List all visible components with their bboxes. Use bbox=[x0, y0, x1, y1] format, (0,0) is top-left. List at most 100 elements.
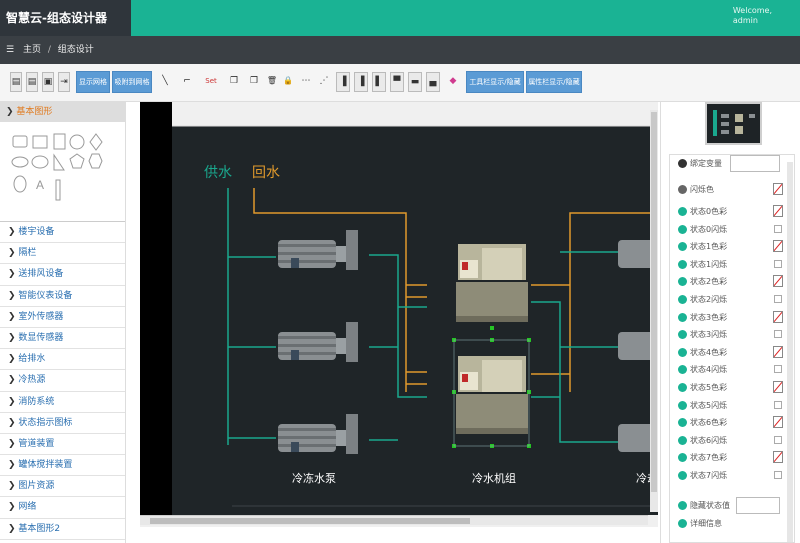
align-left-icon[interactable]: ▐ bbox=[336, 72, 350, 92]
sidebar-category-label: 智能仪表设备 bbox=[18, 290, 73, 301]
sidebar-category-label: 冷热源 bbox=[18, 375, 46, 386]
sidebar-category[interactable]: ❯ 图片资源 bbox=[0, 476, 125, 498]
blink-checkbox[interactable] bbox=[774, 295, 782, 303]
sidebar-category[interactable]: ❯ 隔栏 bbox=[0, 243, 125, 265]
line-icon[interactable]: ╲ bbox=[162, 76, 168, 86]
sidebar-category[interactable]: ❯ 给排水 bbox=[0, 349, 125, 371]
sidebar-category-label: 管道装置 bbox=[18, 438, 55, 449]
color-swatch[interactable] bbox=[773, 205, 783, 217]
state-label: 状态0色彩 bbox=[690, 207, 728, 216]
property-scrollbar[interactable] bbox=[787, 162, 793, 542]
align-top-icon[interactable]: ▀ bbox=[390, 72, 404, 92]
toggle-icon bbox=[678, 224, 687, 234]
state-label: 状态7闪烁 bbox=[690, 471, 728, 480]
ungroup-icon[interactable]: ⋰ bbox=[319, 76, 329, 86]
copy-icon[interactable]: ❐ bbox=[229, 76, 239, 86]
color-swatch[interactable] bbox=[773, 310, 783, 323]
toggle-icon bbox=[678, 435, 687, 445]
hide-state-input[interactable] bbox=[736, 497, 780, 514]
blink-color-swatch[interactable] bbox=[773, 183, 783, 195]
palette-icon[interactable]: ◆ bbox=[449, 76, 457, 86]
polyline-icon[interactable]: ⌐ bbox=[183, 76, 191, 86]
align-bottom-icon[interactable]: ▄ bbox=[426, 72, 440, 92]
sidebar-category[interactable]: ❯ 数显传感器 bbox=[0, 328, 125, 350]
sidebar-category[interactable]: ❯ 消防系统 bbox=[0, 392, 125, 413]
menu-icon[interactable]: ☰ bbox=[6, 45, 15, 55]
align-right-icon[interactable]: ▌ bbox=[372, 72, 386, 92]
chevron-right-icon: ❯ bbox=[8, 311, 19, 322]
return-pipes bbox=[253, 188, 658, 392]
chevron-right-icon: ❯ bbox=[8, 502, 19, 513]
lock-icon[interactable]: 🔒 bbox=[283, 76, 293, 85]
open-doc-icon[interactable]: ▤ bbox=[26, 72, 38, 92]
state-label: 状态3色彩 bbox=[690, 312, 728, 322]
color-swatch[interactable] bbox=[773, 275, 783, 288]
blink-checkbox[interactable] bbox=[774, 224, 782, 233]
toggle-toolbar-button[interactable]: 工具栏显示/隐藏 bbox=[466, 71, 524, 93]
state-label: 状态1色彩 bbox=[690, 242, 728, 252]
export-icon[interactable]: ⇥ bbox=[58, 72, 70, 92]
group-icon[interactable]: ⋯ bbox=[301, 76, 311, 86]
delete-icon[interactable]: 🗑 bbox=[266, 76, 278, 85]
toggle-icon bbox=[678, 277, 687, 287]
user-welcome[interactable]: Welcome, admin bbox=[733, 6, 772, 26]
blink-checkbox[interactable] bbox=[774, 259, 782, 268]
sidebar-category[interactable]: ❯ 状态指示图标 bbox=[0, 413, 125, 434]
breadcrumb-home[interactable]: 主页 bbox=[22, 45, 41, 55]
snap-grid-button[interactable]: 吸附到网格 bbox=[112, 71, 152, 93]
sidebar-category[interactable]: ❯ 冷热源 bbox=[0, 370, 125, 392]
color-swatch[interactable] bbox=[773, 345, 783, 358]
paste-icon[interactable]: ❐ bbox=[249, 76, 259, 86]
blink-checkbox[interactable] bbox=[774, 400, 782, 409]
pump-icon bbox=[278, 322, 358, 362]
set-value-icon[interactable]: Set bbox=[205, 77, 217, 85]
bind-variable-label: 绑定变量 bbox=[690, 159, 722, 168]
toggle-icon bbox=[678, 312, 687, 322]
toggle-props-button[interactable]: 属性栏显示/隐藏 bbox=[526, 71, 582, 93]
bind-variable-input[interactable] bbox=[730, 155, 780, 172]
supply-label: 供水 bbox=[204, 164, 232, 180]
sidebar-category[interactable]: ❯ 罐体搅拌装置 bbox=[0, 455, 125, 477]
sidebar-category-label: 数显传感器 bbox=[18, 332, 64, 343]
toggle-icon bbox=[678, 519, 687, 528]
state-label: 状态0闪烁 bbox=[690, 224, 728, 234]
align-middle-icon[interactable]: ▬ bbox=[408, 72, 422, 92]
state-row: 状态0色彩 bbox=[670, 203, 794, 220]
sidebar-category[interactable]: ❯ 管道装置 bbox=[0, 434, 125, 456]
detail-row: 详细信息 bbox=[670, 515, 794, 532]
sidebar-header[interactable]: ❯ 基本图形 bbox=[0, 102, 125, 122]
sidebar-category-label: 状态指示图标 bbox=[18, 417, 73, 428]
sidebar-category[interactable]: ❯ 楼宇设备 bbox=[0, 222, 125, 244]
vertical-scrollbar[interactable] bbox=[650, 110, 658, 512]
state-label: 状态2色彩 bbox=[690, 277, 728, 287]
align-center-icon[interactable]: ▐ bbox=[354, 72, 368, 92]
hide-state-label: 隐藏状态值 bbox=[690, 501, 730, 510]
new-doc-icon[interactable]: ▤ bbox=[10, 72, 22, 92]
state-row: 状态2色彩 bbox=[670, 273, 794, 290]
top-bar: 智慧云-组态设计器 Welcome, admin bbox=[0, 0, 800, 36]
sidebar-category[interactable]: ❯ 室外传感器 bbox=[0, 307, 125, 328]
chevron-right-icon: ❯ bbox=[8, 438, 19, 449]
sidebar-category[interactable]: ❯ 基本图形2 bbox=[0, 519, 125, 540]
save-doc-icon[interactable]: ▣ bbox=[42, 72, 54, 92]
toggle-icon bbox=[678, 365, 687, 375]
color-swatch[interactable] bbox=[773, 416, 783, 429]
cut-pump-icon bbox=[618, 240, 658, 452]
vertical-scroll-thumb[interactable] bbox=[651, 112, 657, 492]
color-swatch[interactable] bbox=[773, 451, 783, 464]
blink-checkbox[interactable] bbox=[774, 365, 782, 374]
color-swatch[interactable] bbox=[773, 381, 783, 393]
blink-checkbox[interactable] bbox=[774, 435, 782, 444]
blink-checkbox[interactable] bbox=[774, 330, 782, 339]
horizontal-scroll-thumb[interactable] bbox=[150, 518, 470, 524]
design-canvas[interactable]: 供水 回水 bbox=[140, 102, 658, 515]
sidebar-category[interactable]: ❯ 网络 bbox=[0, 497, 125, 519]
blink-checkbox[interactable] bbox=[774, 471, 782, 479]
color-swatch[interactable] bbox=[773, 240, 783, 253]
show-grid-button[interactable]: 显示网格 bbox=[76, 71, 110, 93]
chiller-icon bbox=[456, 356, 528, 434]
horizontal-scrollbar[interactable] bbox=[140, 515, 648, 525]
canvas-minimap[interactable] bbox=[705, 102, 762, 145]
sidebar-category[interactable]: ❯ 送排风设备 bbox=[0, 264, 125, 286]
sidebar-category[interactable]: ❯ 智能仪表设备 bbox=[0, 286, 125, 307]
